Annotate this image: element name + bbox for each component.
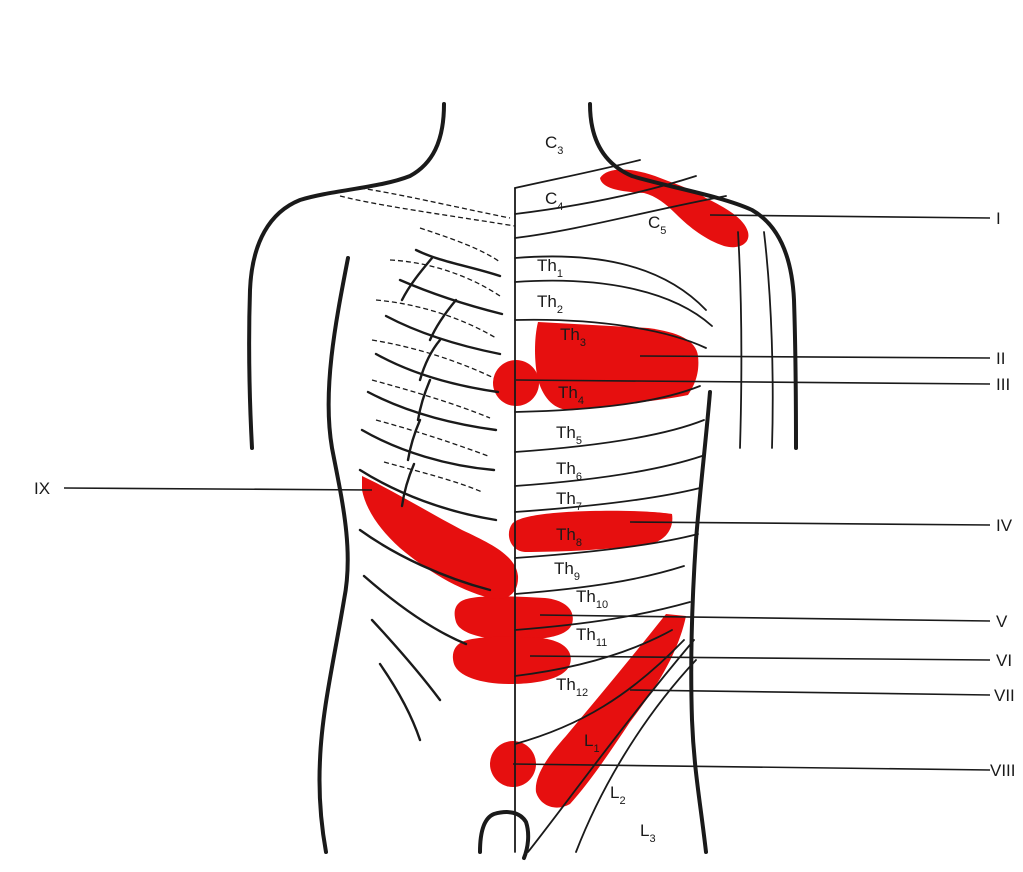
zone-V-shape	[455, 596, 573, 640]
segment-label-th10: Th10	[576, 587, 608, 611]
rib-5	[368, 392, 496, 430]
segment-label-th12: Th12	[556, 675, 588, 699]
segment-label-th7: Th7	[556, 489, 582, 513]
segment-label-th11: Th11	[576, 625, 607, 649]
zone-label-I: I	[996, 209, 1001, 228]
intercostal-nerve-6	[402, 464, 414, 506]
rib-11	[380, 664, 420, 740]
zone-label-V: V	[996, 612, 1008, 631]
rib-3	[386, 316, 500, 354]
zone-label-IX: IX	[34, 479, 50, 498]
right-arm-inner-line	[764, 232, 773, 448]
zone-IX-shape	[362, 476, 518, 599]
leader-IX	[64, 488, 372, 490]
segment-label-th1: Th1	[537, 256, 563, 280]
segment-label-l2: L2	[610, 783, 626, 807]
boundary-th6-th7	[515, 456, 702, 486]
zone-label-VII: VII	[994, 686, 1015, 705]
zone-label-VI: VI	[996, 651, 1012, 670]
segment-label-th2: Th2	[537, 292, 563, 316]
segment-label-th5: Th5	[556, 423, 582, 447]
zone-labels: I II III IV V VI VII VIII IX	[34, 209, 1016, 780]
leader-VII	[630, 690, 990, 695]
intercostal-nerve-1	[402, 258, 432, 300]
rib-6	[362, 430, 494, 470]
intercostal-nerve-3	[420, 340, 440, 380]
segment-label-th9: Th9	[554, 559, 580, 583]
boundary-th5-th6	[515, 420, 704, 452]
zone-label-VIII: VIII	[990, 761, 1016, 780]
rib-10	[372, 620, 440, 700]
rib-9	[364, 576, 466, 644]
zone-I-shape	[600, 170, 748, 248]
segment-label-c3: C3	[545, 133, 563, 157]
rib-2	[400, 280, 502, 314]
segment-label-l3: L3	[640, 821, 656, 845]
intercostal-nerve-2	[430, 300, 456, 340]
leader-IV	[630, 522, 990, 525]
segment-label-th6: Th6	[556, 459, 582, 483]
boundary-th7-th8	[515, 488, 700, 512]
rib-dashed-4	[372, 340, 494, 378]
zone-label-IV: IV	[996, 516, 1013, 535]
left-flank-outline	[319, 258, 348, 852]
leader-I	[710, 215, 990, 218]
zone-IV-shape	[509, 511, 672, 552]
boundary-th9-th10	[515, 566, 684, 594]
right-arm-inner-line-2	[738, 232, 741, 448]
right-flank-outline	[691, 392, 710, 852]
rib-4	[376, 354, 498, 392]
groin-outline	[480, 812, 528, 858]
zone-VI-shape	[453, 637, 571, 684]
segment-label-c5: C5	[648, 213, 666, 237]
rib-dashed-5	[372, 380, 490, 418]
zone-label-II: II	[996, 349, 1005, 368]
leader-lines	[64, 215, 990, 770]
zone-label-III: III	[996, 375, 1010, 394]
zone-III-shape	[493, 360, 539, 406]
left-shoulder-arm-outline	[249, 104, 444, 448]
